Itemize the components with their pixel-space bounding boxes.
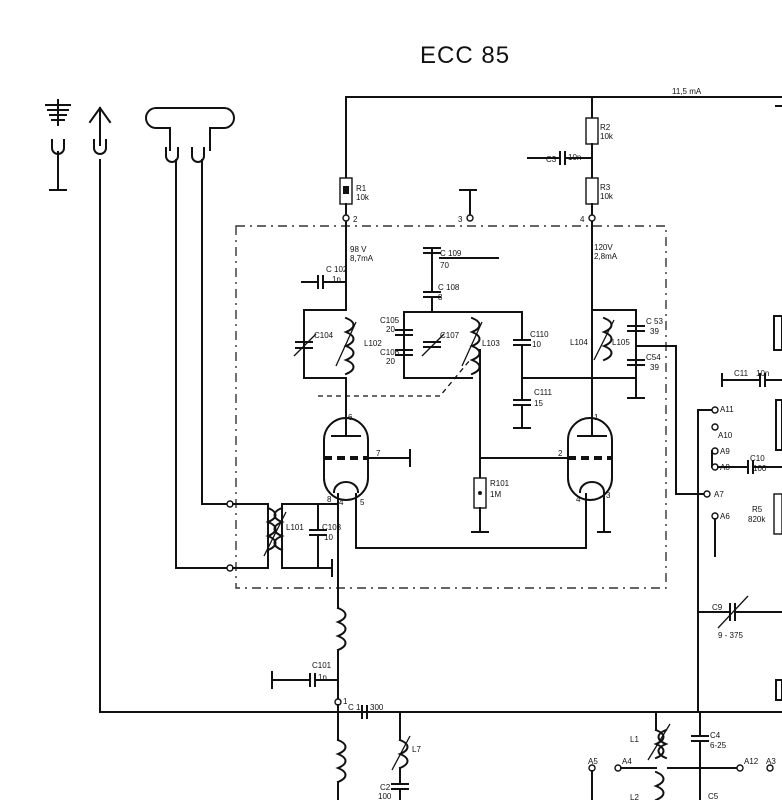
svg-text:10k: 10k: [600, 192, 614, 201]
svg-text:C111: C111: [534, 388, 552, 397]
svg-text:39: 39: [650, 363, 659, 372]
svg-text:C4: C4: [710, 731, 721, 740]
svg-text:R2: R2: [600, 123, 611, 132]
svg-text:R101: R101: [490, 479, 510, 488]
svg-text:9 - 375: 9 - 375: [718, 631, 743, 640]
svg-text:C2: C2: [380, 783, 391, 792]
svg-text:C106: C106: [380, 348, 400, 357]
svg-text:20: 20: [386, 325, 395, 334]
svg-text:A6: A6: [720, 512, 730, 521]
svg-text:A12: A12: [744, 757, 759, 766]
current-label: 11,5 mA: [672, 87, 702, 96]
svg-text:2: 2: [558, 449, 563, 458]
svg-text:A5: A5: [588, 757, 598, 766]
svg-text:A7: A7: [714, 490, 724, 499]
svg-text:C 108: C 108: [438, 283, 460, 292]
svg-text:1n: 1n: [332, 275, 341, 284]
svg-text:C 102: C 102: [326, 265, 348, 274]
svg-text:C103: C103: [322, 523, 342, 532]
svg-text:C11: C11: [734, 369, 749, 378]
svg-text:300: 300: [370, 703, 384, 712]
svg-text:L102: L102: [364, 339, 382, 348]
svg-text:R3: R3: [600, 183, 611, 192]
svg-text:20: 20: [386, 357, 395, 366]
svg-text:10k: 10k: [356, 193, 370, 202]
svg-text:120V: 120V: [594, 243, 613, 252]
triode-left: [323, 417, 411, 501]
svg-text:98 V: 98 V: [350, 245, 367, 254]
svg-text:C9: C9: [712, 603, 723, 612]
svg-text:39: 39: [650, 327, 659, 336]
svg-text:R5: R5: [752, 505, 763, 514]
svg-text:L1: L1: [630, 735, 639, 744]
svg-text:C101: C101: [312, 661, 332, 670]
dipole-antenna-icon: [145, 106, 235, 163]
svg-text:10n: 10n: [756, 369, 769, 378]
svg-text:3: 3: [606, 491, 611, 500]
svg-text:C110: C110: [530, 330, 549, 339]
svg-text:8: 8: [438, 293, 443, 302]
svg-text:10k: 10k: [600, 132, 614, 141]
svg-text:1n: 1n: [318, 673, 327, 682]
svg-text:A11: A11: [720, 405, 734, 414]
svg-text:8: 8: [327, 495, 332, 504]
svg-text:C3: C3: [546, 155, 557, 164]
svg-text:L101: L101: [286, 523, 304, 532]
choke-inductor: [335, 606, 347, 652]
svg-text:15: 15: [534, 399, 543, 408]
svg-text:100: 100: [753, 464, 767, 473]
svg-text:7: 7: [376, 449, 381, 458]
svg-text:6: 6: [348, 413, 353, 422]
am-antenna-arrow-icon: [88, 106, 112, 155]
svg-text:L104: L104: [570, 338, 588, 347]
svg-text:L105: L105: [612, 338, 630, 347]
svg-text:6-25: 6-25: [710, 741, 727, 750]
inductor-l102: [343, 316, 355, 376]
svg-text:C 109: C 109: [440, 249, 462, 258]
diagram-title: ECC 85: [420, 42, 510, 69]
svg-text:1: 1: [343, 697, 348, 706]
svg-text:L7: L7: [412, 745, 421, 754]
svg-text:C10: C10: [750, 454, 765, 463]
shield-box: [235, 225, 667, 589]
svg-text:1M: 1M: [490, 490, 501, 499]
svg-text:4: 4: [339, 498, 344, 507]
svg-text:2: 2: [353, 215, 358, 224]
svg-text:C105: C105: [380, 316, 400, 325]
svg-text:C 1: C 1: [348, 703, 361, 712]
svg-text:4: 4: [580, 215, 585, 224]
svg-text:8,7mA: 8,7mA: [350, 254, 374, 263]
svg-text:10n: 10n: [568, 153, 581, 162]
resistor-r3: [585, 177, 599, 205]
svg-text:2,8mA: 2,8mA: [594, 252, 618, 261]
svg-text:70: 70: [440, 261, 449, 270]
svg-text:5: 5: [360, 498, 365, 507]
svg-text:A10: A10: [718, 431, 733, 440]
svg-text:A9: A9: [720, 447, 730, 456]
svg-text:3: 3: [458, 215, 463, 224]
svg-text:4: 4: [576, 495, 581, 504]
svg-text:C54: C54: [646, 353, 661, 362]
svg-text:1: 1: [594, 413, 599, 422]
svg-text:C 53: C 53: [646, 317, 663, 326]
svg-text:A4: A4: [622, 757, 632, 766]
triode-right: [567, 417, 613, 501]
svg-text:L2: L2: [630, 793, 639, 800]
fm-antenna-icon: [45, 99, 71, 191]
svg-text:C5: C5: [708, 792, 719, 800]
svg-text:C107: C107: [440, 331, 460, 340]
inductor-l103: [469, 316, 481, 376]
svg-text:C104: C104: [314, 331, 334, 340]
svg-text:100: 100: [378, 792, 392, 800]
svg-text:820k: 820k: [748, 515, 766, 524]
svg-text:10: 10: [532, 340, 541, 349]
svg-text:L103: L103: [482, 339, 500, 348]
resistor-r2: [585, 117, 599, 145]
svg-text:A3: A3: [766, 757, 776, 766]
svg-text:R1: R1: [356, 184, 367, 193]
svg-text:10: 10: [324, 533, 333, 542]
